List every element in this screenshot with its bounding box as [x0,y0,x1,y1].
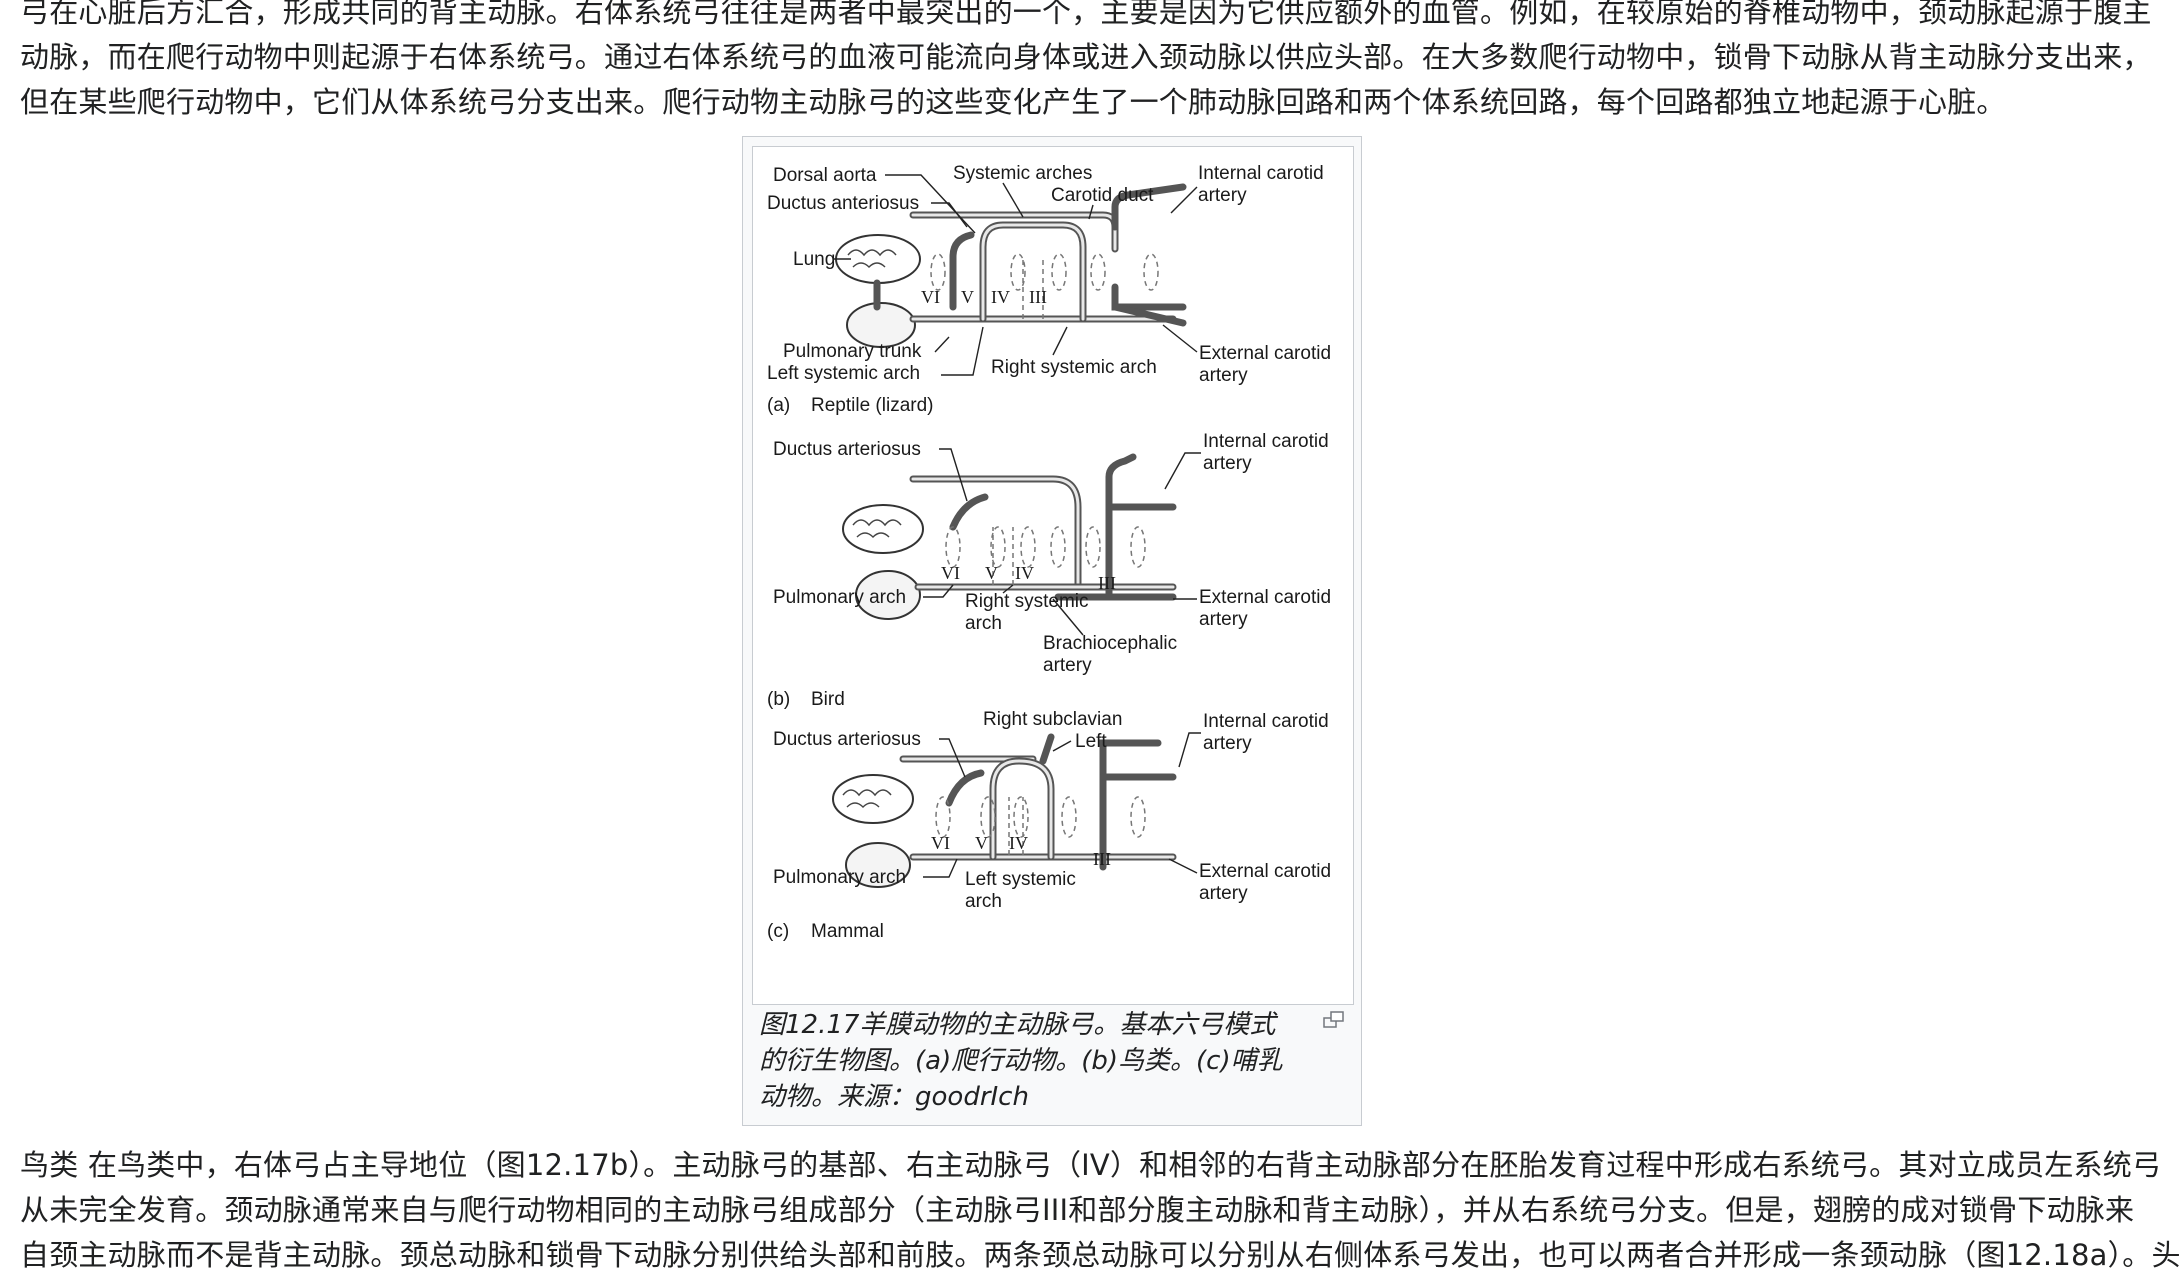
arch-numeral: IV [1015,563,1034,583]
figure-caption: 图12.17羊膜动物的主动脉弓。基本六弓模式的衍生物图。(a)爬行动物。(b)鸟… [759,1010,1283,1112]
label-right-systemic: Right systemic [965,591,1089,612]
panel-tag: (a) [767,395,790,416]
panel-mammal: VI V IV III Right subclavian Left Ductus… [767,709,1331,942]
label-left-systemic: Left systemic arch [767,363,920,384]
panel-reptile: VI V IV III Dorsal aorta Ductus anterios… [767,163,1331,416]
label-external-carotid-2: artery [1199,365,1248,386]
paragraph-birds: 鸟类 在鸟类中，右体弓占主导地位（图12.17b）。主动脉弓的基部、右主动脉弓（… [20,1143,2181,1278]
figure-thumbnail: VI V IV III Dorsal aorta Ductus anterios… [742,136,1362,1126]
label-left-systemic: Left systemic [965,869,1076,890]
label-external-carotid: External carotid [1199,587,1331,608]
label-external-carotid-2: artery [1199,883,1248,904]
label-brachiocephalic-2: artery [1043,655,1092,676]
arch-numeral: VI [941,563,960,583]
enlarge-icon[interactable] [1323,1011,1345,1029]
paragraph-line: 动脉，而在爬行动物中则起源于右体系统弓。通过右体系统弓的血液可能流向身体或进入颈… [20,40,2152,74]
label-right-systemic: Right systemic arch [991,357,1157,378]
panel-title: Mammal [811,921,884,942]
paragraph-line: 弓在心脏后方汇合，形成共同的背主动脉。右体系统弓往往是两者中最突出的一个，主要是… [20,0,2152,29]
panel-tag: (b) [767,689,790,710]
arch-numeral: IV [991,287,1010,307]
label-carotid-duct: Carotid duct [1051,185,1154,206]
label-right-systemic-2: arch [965,613,1002,634]
label-external-carotid: External carotid [1199,343,1331,364]
paragraph-line: 自颈主动脉而不是背主动脉。颈总动脉和锁骨下动脉分别供给头部和前肢。两条颈总动脉可… [20,1238,2181,1272]
label-left-systemic-2: arch [965,891,1002,912]
label-lung: Lung [793,249,835,270]
label-pulmonary-trunk: Pulmonary trunk [783,341,922,362]
label-internal-carotid: Internal carotid [1198,163,1324,184]
arch-numeral: VI [931,833,950,853]
arch-numeral: III [1098,573,1116,593]
label-ductus: Ductus arteriosus [773,439,921,460]
label-dorsal-aorta: Dorsal aorta [773,165,877,186]
arch-numeral: IV [1009,833,1028,853]
arch-numeral: V [961,287,974,307]
label-internal-carotid: Internal carotid [1203,431,1329,452]
figure-image[interactable]: VI V IV III Dorsal aorta Ductus anterios… [752,146,1354,1005]
label-external-carotid-2: artery [1199,609,1248,630]
label-right-subclavian: Right subclavian [983,709,1122,730]
arch-numeral: V [985,563,998,583]
label-systemic-arches: Systemic arches [953,163,1092,184]
paragraph-line: 鸟类 在鸟类中，右体弓占主导地位（图12.17b）。主动脉弓的基部、右主动脉弓（… [20,1148,2162,1182]
heart-shape [846,302,916,348]
panel-title: Bird [811,689,845,710]
label-internal-carotid-2: artery [1203,453,1252,474]
arch-numeral: III [1029,287,1047,307]
aortic-arches-diagram: VI V IV III Dorsal aorta Ductus anterios… [767,163,1331,942]
paragraph-line: 从未完全发育。颈动脉通常来自与爬行动物相同的主动脉弓组成部分（主动脉弓III和部… [20,1193,2135,1227]
lung-shape [832,774,914,824]
label-ductus: Ductus anteriosus [767,193,919,214]
label-internal-carotid-2: artery [1203,733,1252,754]
panel-bird: VI V IV III Ductus arteriosus Internal c… [767,431,1331,710]
heart-shape [845,842,911,888]
label-internal-carotid-2: artery [1198,185,1247,206]
paragraph-reptile-arches: 弓在心脏后方汇合，形成共同的背主动脉。右体系统弓往往是两者中最突出的一个，主要是… [20,0,2152,125]
arch-numeral: V [975,833,988,853]
label-external-carotid: External carotid [1199,861,1331,882]
label-ductus: Ductus arteriosus [773,729,921,750]
label-pulmonary-arch: Pulmonary arch [773,587,906,608]
arch-numeral: III [1093,849,1111,869]
label-left: Left [1075,731,1107,752]
lung-shape [842,504,924,554]
panel-title: Reptile (lizard) [811,395,933,416]
heart-shape [855,570,921,620]
label-internal-carotid: Internal carotid [1203,711,1329,732]
panel-tag: (c) [767,921,789,942]
label-brachiocephalic: Brachiocephalic [1043,633,1177,654]
paragraph-line: 但在某些爬行动物中，它们从体系统弓分支出来。爬行动物主动脉弓的这些变化产生了一个… [20,85,2006,119]
arch-numeral: VI [921,287,940,307]
label-pulmonary-arch: Pulmonary arch [773,867,906,888]
